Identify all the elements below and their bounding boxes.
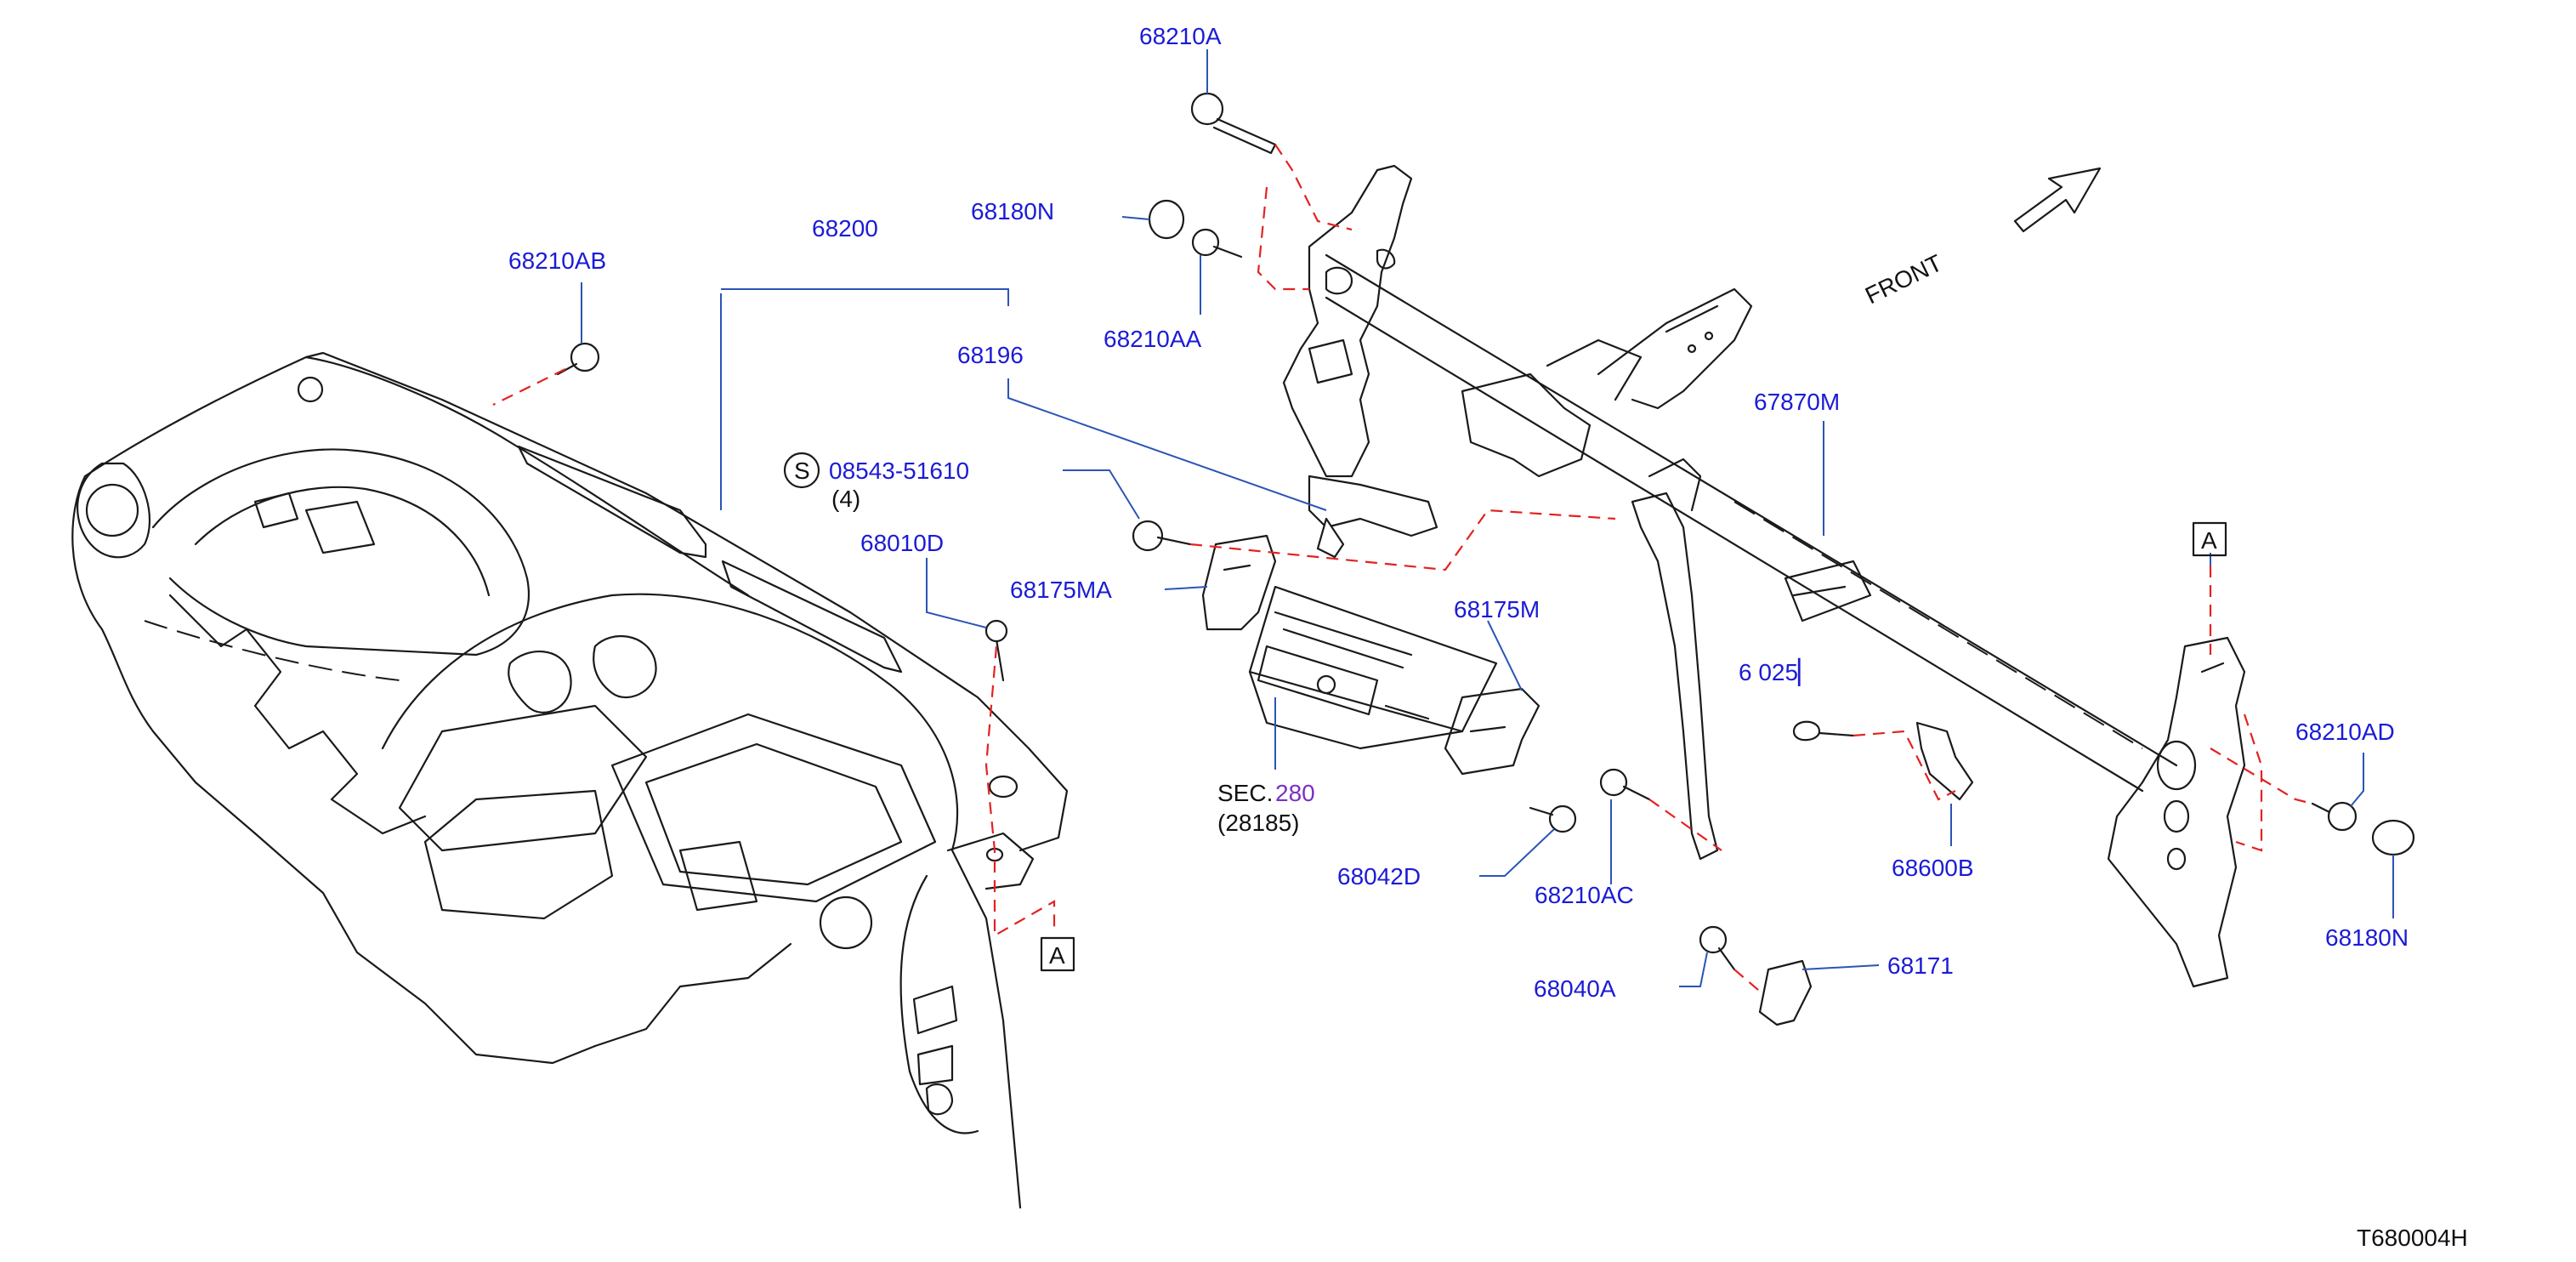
diagram-id: T680004H [2357,1225,2468,1251]
standard-part-symbol [783,452,820,489]
leader-lines [581,49,2394,987]
bracket-drawings [1201,534,1540,776]
callout-68210AC: 68210AC [1535,882,1634,908]
fastener-paths [492,144,2313,996]
callout-6025: 6 025▏ [1739,657,1817,686]
callout-68175M: 68175M [1454,596,1540,622]
instrument-panel-drawing [71,351,1069,1209]
front-label: FRONT [1861,249,1946,309]
section-ref-sub: (28185) [1217,810,1300,836]
ref-marker-left-box [1040,936,1075,972]
callout-68210AD: 68210AD [2295,719,2395,745]
audio-unit-drawing [1248,585,1498,750]
callout-68210A: 68210A [1139,23,1222,49]
callout-67870M: 67870M [1754,389,1840,415]
fasteners [556,92,2415,1026]
callout-68200: 68200 [812,215,878,242]
callout-08543-qty: (4) [831,486,860,512]
callout-68210AB: 68210AB [508,247,606,274]
callouts: 68210A 68180N 68210AA 68210AB 68200 6819… [508,23,2468,1251]
callout-08543-51610: 08543-51610 [829,458,969,484]
callout-68040A: 68040A [1534,975,1616,1002]
front-arrow: FRONT [1861,167,2102,309]
callout-68042D: 68042D [1337,863,1421,890]
callout-68600B: 68600B [1892,855,1974,881]
section-ref-number: 280 [1275,780,1315,806]
section-ref-prefix: SEC. [1217,780,1273,806]
ref-marker-right-box [2192,521,2227,557]
callout-68171: 68171 [1887,952,1954,979]
callout-68196: 68196 [957,342,1024,368]
ref-marker-left: A [1049,942,1065,969]
ref-marker-right: A [2201,527,2217,554]
callout-68010D: 68010D [860,530,944,556]
callout-68180N-right: 68180N [2325,924,2409,951]
callout-68210AA: 68210AA [1104,326,1202,352]
steering-member-drawing [1282,164,2246,988]
standard-part-letter: S [794,458,810,484]
callout-68175MA: 68175MA [1010,577,1112,603]
callout-68180N-top: 68180N [971,198,1054,225]
